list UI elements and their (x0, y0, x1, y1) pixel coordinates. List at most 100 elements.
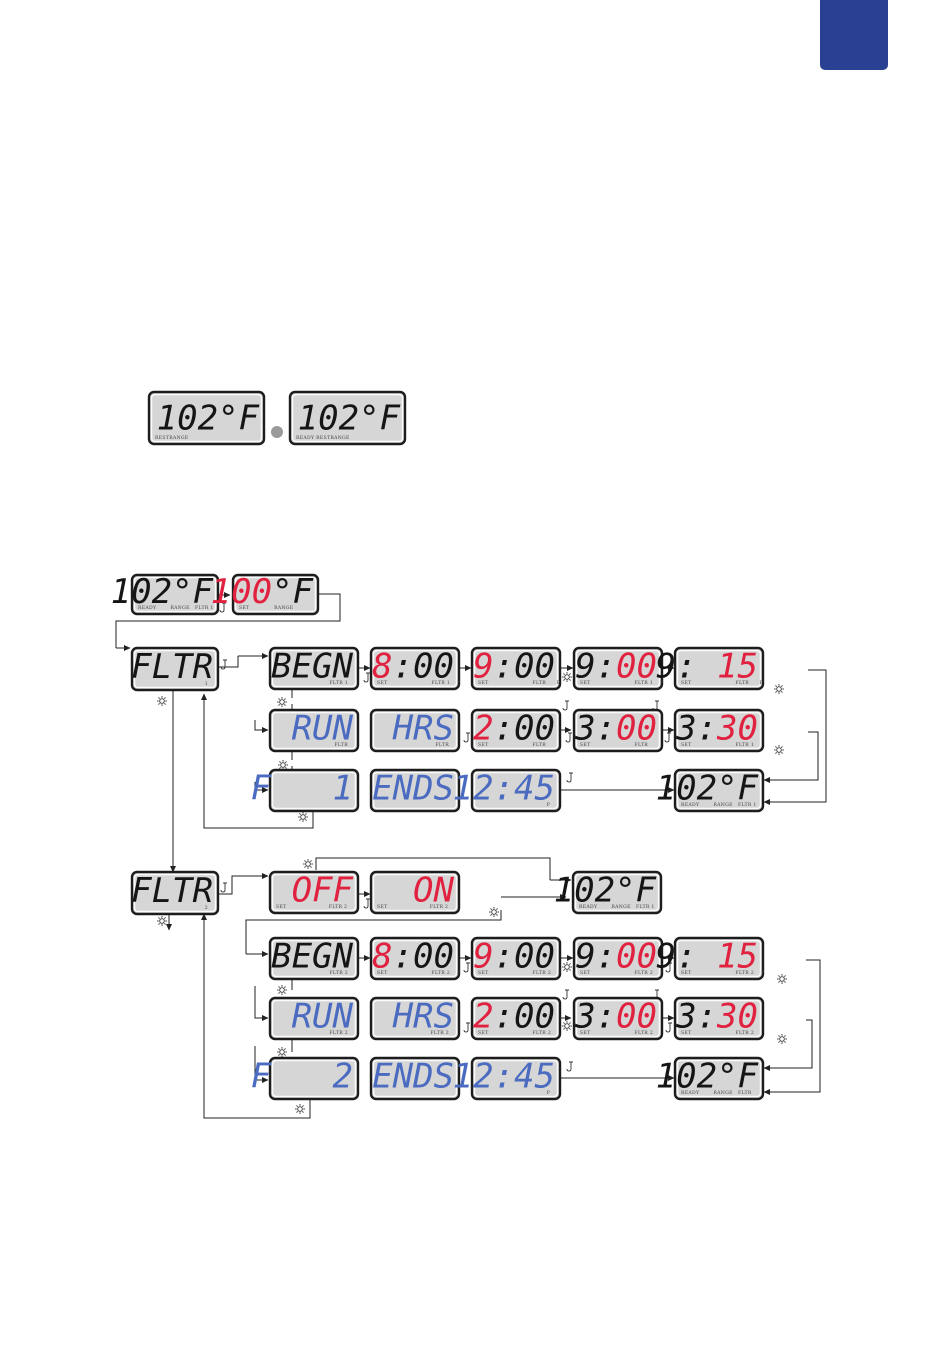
temp-button-icon (566, 772, 573, 783)
lcd-panel-c3: 12:45P (453, 769, 562, 813)
temp-button-icon (566, 1061, 573, 1072)
lcd-indicators: SET FLTR 2 P (377, 970, 460, 976)
lcd-indicators: FLTR (334, 742, 348, 748)
lcd-readout: HRS (392, 709, 454, 749)
lcd-indicators: SET FLTR 2 (276, 904, 347, 910)
lcd-indicators: SET FLTR 1 (681, 742, 754, 748)
lcd-indicators: READY RANGE FLTR 1 (138, 605, 214, 611)
temp-button-icon (565, 732, 572, 743)
light-button-icon (777, 974, 787, 984)
lcd-panel-g2: ENDS (369, 1057, 461, 1101)
lcd-readout: 9: 15 (656, 937, 758, 977)
light-button-icon (157, 916, 167, 926)
light-button-icon (489, 907, 499, 917)
lcd-readout: 3:00 (574, 997, 657, 1037)
lcd-indicators: SET FLTR 2 (478, 1030, 551, 1036)
lcd-indicators: SET FLTR 2 P (681, 970, 764, 976)
light-button-icon (777, 1034, 787, 1044)
temp-button-icon (562, 700, 569, 711)
temp-button-icon (665, 962, 672, 973)
light-button-icon (277, 985, 287, 995)
lcd-readout: 102°F (298, 398, 401, 438)
lcd-readout: 2:00 (473, 709, 555, 749)
lcd-readout: 2:00 (473, 997, 555, 1037)
lcd-readout: 3:30 (675, 709, 758, 749)
lcd-indicators: SET FLTR P (681, 680, 763, 686)
lcd-readout: 102°F (554, 871, 657, 911)
section-tab (820, 0, 888, 70)
lcd-indicators: SET FLTR 2 (681, 1030, 754, 1036)
lcd-readout: 9:00 (473, 647, 555, 687)
lcd-readout: OFF (292, 871, 354, 911)
lcd-indicators: SET FLTR 1 P (580, 680, 663, 686)
lcd-readout: BEGN (271, 647, 353, 687)
lcd-indicators: P (547, 1090, 550, 1096)
lcd-readout: ON (413, 871, 454, 911)
lcd-panel-c2: ENDS (369, 769, 461, 813)
lcd-indicators: P (547, 802, 550, 808)
lcd-readout: 9: 15 (656, 647, 758, 687)
lcd-readout: FLTR (131, 871, 213, 911)
button-icons (157, 602, 787, 1114)
light-button-icon (157, 696, 167, 706)
light-button-icon (277, 1047, 287, 1057)
lcd-indicators: RESTRANGE (155, 435, 189, 441)
lcd-indicators: FLTR (435, 742, 449, 748)
lcd-indicators: FLTR 2 (430, 1030, 449, 1036)
lcd-indicators: FLTR 2 (329, 970, 348, 976)
lcd-panel-g3: 12:45P (453, 1057, 562, 1101)
lcd-readout: 100°F (211, 572, 314, 612)
lcd-readout: 102°F (656, 769, 759, 809)
lcd-indicators: SET FLTR 1 P (377, 680, 460, 686)
light-button-icon (298, 812, 308, 822)
lcd-readout: 9:00 (473, 937, 555, 977)
light-button-icon (562, 672, 572, 682)
light-button-icon (295, 1104, 305, 1114)
lcd-indicators: SET RANGE (239, 605, 293, 611)
lcd-indicators: READY RANGE FLTR 1 (681, 802, 757, 808)
lcd-readout: 102°F (111, 572, 214, 612)
lcd-readout: 102°F (157, 398, 260, 438)
lcd-indicators: FLTR 2 (329, 1030, 348, 1036)
temp-button-icon (363, 672, 370, 683)
lcd-readout: F 1 (251, 769, 353, 809)
lcd-indicators: SET FLTR 2 (377, 904, 448, 910)
lcd-panel-g1: F 2 (251, 1057, 360, 1101)
light-button-icon (774, 684, 784, 694)
lcd-indicators: SET FLTR (580, 742, 648, 748)
lcd-readout: 3:30 (675, 997, 758, 1037)
lcd-indicators: SET FLTR 2 (580, 1030, 653, 1036)
light-button-icon (562, 962, 572, 972)
lcd-indicators: SET FLTR P (478, 680, 560, 686)
lcd-indicators: SET FLTR 2 P (580, 970, 663, 976)
lcd-readout: 3:00 (574, 709, 657, 749)
lcd-indicators: 1 (205, 681, 208, 687)
